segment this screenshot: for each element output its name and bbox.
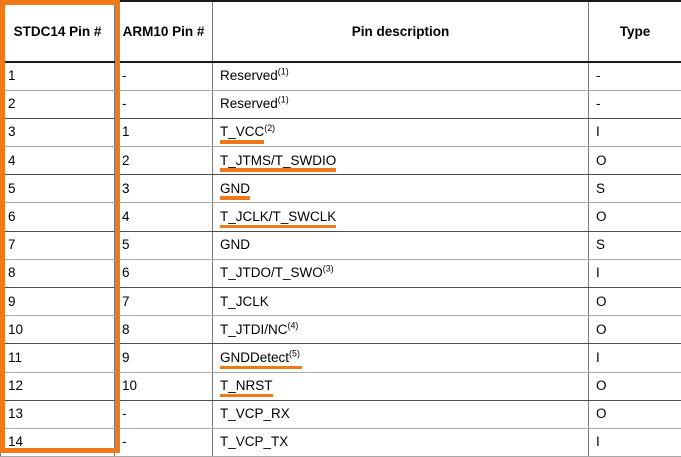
cell-arm10-pin: 4 — [114, 202, 213, 232]
cell-arm10-pin: 6 — [114, 259, 213, 289]
cell-type: - — [588, 90, 681, 119]
column-header-stdc14-pin: STDC14 Pin # — [0, 0, 115, 63]
cell-stdc14-pin: 8 — [0, 259, 115, 289]
cell-pin-description: T_VCP_TX — [212, 428, 589, 457]
cell-arm10-pin: 7 — [114, 287, 213, 317]
signal-name-text: T_JCLK — [220, 293, 269, 309]
cell-type: I — [588, 343, 681, 373]
footnote-marker: (4) — [287, 320, 299, 331]
cell-stdc14-pin: 9 — [0, 287, 115, 317]
signal-name-text: T_JTDI/NC — [220, 321, 288, 337]
table-row: 14-T_VCP_TX I — [0, 428, 681, 457]
table-header: STDC14 Pin # ARM10 Pin # Pin description… — [0, 0, 681, 63]
cell-stdc14-pin: 3 — [0, 118, 115, 148]
cell-stdc14-pin: 14 — [0, 428, 115, 457]
cell-pin-description: Reserved(1) — [212, 90, 589, 119]
cell-stdc14-pin: 2 — [0, 90, 115, 119]
cell-pin-description: T_JTMS/T_SWDIO — [212, 146, 589, 176]
signal-name-text: GNDDetect — [220, 349, 290, 365]
cell-pin-description: T_VCC(2) — [212, 118, 589, 148]
footnote-marker: (3) — [322, 263, 334, 274]
cell-type: O — [588, 287, 681, 317]
cell-pin-description: GNDDetect(5) — [212, 343, 589, 373]
cell-arm10-pin: 9 — [114, 343, 213, 373]
column-header-type: Type — [588, 0, 681, 63]
cell-type: I — [588, 118, 681, 148]
cell-stdc14-pin: 13 — [0, 400, 115, 429]
cell-type: O — [588, 315, 681, 345]
cell-type: S — [588, 231, 681, 260]
signal-name-text: Reserved — [220, 68, 278, 84]
cell-pin-description: Reserved(1) — [212, 62, 589, 91]
cell-pin-description: T_JCLK — [212, 287, 589, 317]
cell-stdc14-pin: 12 — [0, 372, 115, 401]
signal-name-text: GND — [220, 237, 250, 253]
signal-name-text: T_VCP_RX — [220, 406, 290, 422]
cell-arm10-pin: - — [114, 90, 213, 119]
cell-stdc14-pin: 4 — [0, 146, 115, 176]
column-header-pin-description: Pin description — [212, 0, 589, 63]
cell-arm10-pin: - — [114, 400, 213, 429]
cell-arm10-pin: 2 — [114, 146, 213, 176]
footnote-marker: (2) — [264, 122, 276, 133]
cell-type: S — [588, 174, 681, 204]
cell-stdc14-pin: 10 — [0, 315, 115, 345]
highlighted-signal-name: T_JCLK/T_SWCLK — [220, 208, 337, 229]
cell-type: I — [588, 259, 681, 289]
cell-pin-description: T_JCLK/T_SWCLK — [212, 202, 589, 232]
cell-stdc14-pin: 6 — [0, 202, 115, 232]
cell-arm10-pin: - — [114, 62, 213, 91]
cell-arm10-pin: 10 — [114, 372, 213, 401]
table-row: 2-Reserved(1)- — [0, 90, 681, 119]
cell-type: O — [588, 202, 681, 232]
signal-name-text: T_VCP_TX — [220, 434, 289, 450]
cell-type: O — [588, 146, 681, 176]
cell-stdc14-pin: 5 — [0, 174, 115, 204]
cell-type: O — [588, 372, 681, 401]
cell-pin-description: T_JTDO/T_SWO(3) — [212, 259, 589, 289]
footnote-marker: (1) — [277, 94, 289, 105]
cell-stdc14-pin: 7 — [0, 231, 115, 260]
cell-arm10-pin: 5 — [114, 231, 213, 260]
table-row: 13-T_VCP_RX O — [0, 400, 681, 429]
cell-arm10-pin: 3 — [114, 174, 213, 204]
cell-pin-description: GND — [212, 174, 589, 204]
highlighted-signal-name: GND — [220, 180, 250, 201]
highlighted-signal-name: T_VCC — [220, 124, 265, 144]
table-header-row: STDC14 Pin # ARM10 Pin # Pin description… — [0, 0, 681, 63]
footnote-marker: (1) — [277, 66, 289, 77]
cell-pin-description: GND — [212, 231, 589, 260]
cell-type: - — [588, 62, 681, 91]
highlighted-signal-name: GNDDetect(5) — [220, 348, 302, 370]
cell-arm10-pin: - — [114, 428, 213, 457]
highlighted-signal-name: T_NRST — [220, 378, 273, 398]
table-row: 1-Reserved(1)- — [0, 62, 681, 91]
cell-type: I — [588, 428, 681, 457]
column-header-arm10-pin: ARM10 Pin # — [114, 0, 213, 63]
cell-stdc14-pin: 1 — [0, 62, 115, 91]
cell-type: O — [588, 400, 681, 429]
cell-pin-description: T_JTDI/NC(4) — [212, 315, 589, 345]
cell-pin-description: T_NRST — [212, 372, 589, 401]
footnote-marker: (5) — [289, 348, 300, 359]
signal-name-text: T_JTDO/T_SWO — [220, 265, 323, 281]
cell-arm10-pin: 8 — [114, 315, 213, 345]
highlighted-signal-name: T_JTMS/T_SWDIO — [220, 152, 337, 172]
cell-pin-description: T_VCP_RX — [212, 400, 589, 429]
cell-stdc14-pin: 11 — [0, 343, 115, 373]
cell-arm10-pin: 1 — [114, 118, 213, 148]
signal-name-text: Reserved — [220, 96, 278, 112]
